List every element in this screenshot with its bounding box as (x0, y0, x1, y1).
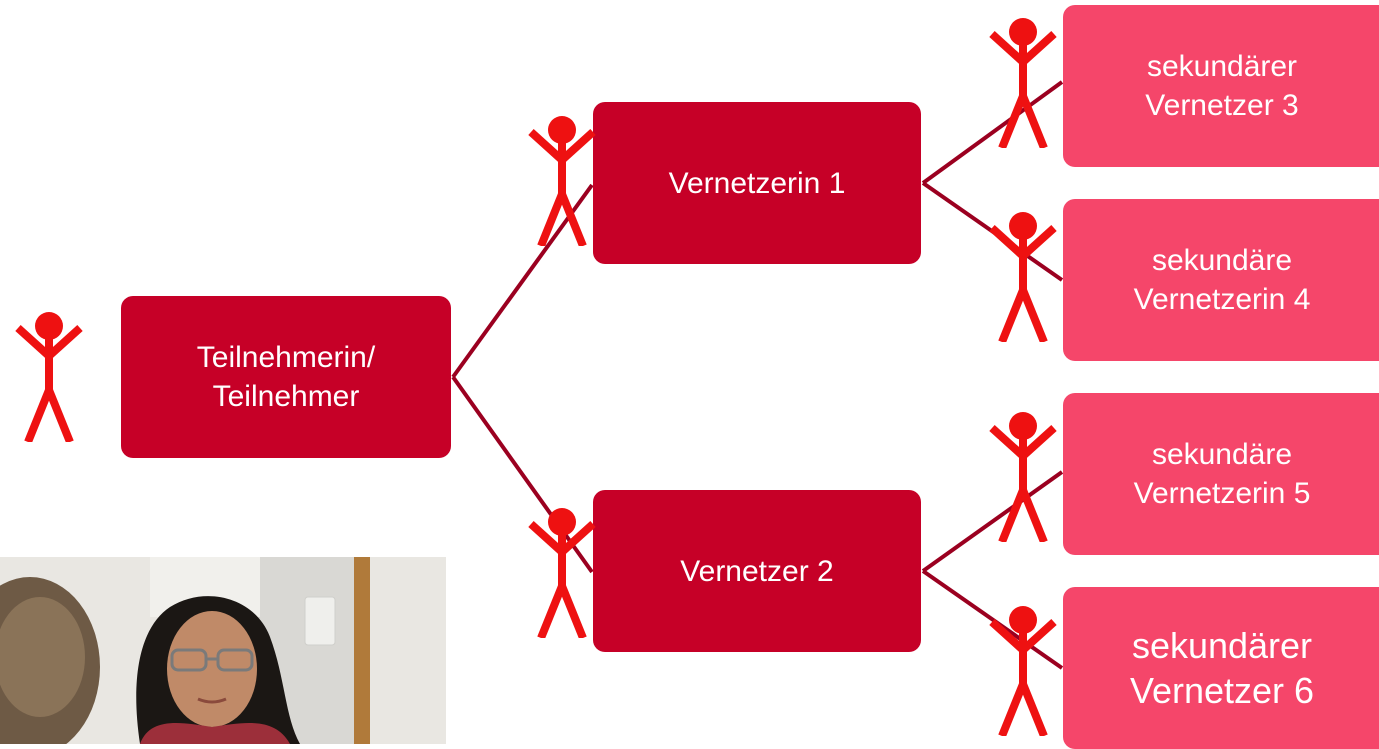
node-secondary-networker-6: sekundärer Vernetzer 6 (1063, 587, 1379, 749)
node-secondary-5-line1: sekundäre (1151, 438, 1293, 471)
person-secondary-6-icon (988, 606, 1058, 736)
node-participant: Teilnehmerin/ Teilnehmer (121, 296, 451, 458)
node-participant-line1: Teilnehmerin/ (196, 341, 376, 374)
node-secondary-4-line1: sekundäre (1151, 244, 1293, 277)
node-networker-1-label: Vernetzerin 1 (668, 166, 846, 200)
node-secondary-networker-4: sekundäre Vernetzerin 4 (1063, 199, 1379, 361)
node-secondary-3-line2: Vernetzer 3 (1145, 89, 1299, 122)
node-networker-2: Vernetzer 2 (593, 490, 921, 652)
person-participant-icon (14, 312, 84, 442)
node-secondary-networker-3: sekundärer Vernetzer 3 (1063, 5, 1379, 167)
node-secondary-6-line2: Vernetzer 6 (1129, 670, 1315, 711)
person-secondary-4-icon (988, 212, 1058, 342)
conversation-photo (0, 557, 446, 744)
node-secondary-networker-5: sekundäre Vernetzerin 5 (1063, 393, 1379, 555)
person-secondary-5-icon (988, 412, 1058, 542)
node-secondary-5-line2: Vernetzerin 5 (1133, 477, 1311, 510)
node-secondary-3-line1: sekundärer (1146, 50, 1298, 83)
node-secondary-4-line2: Vernetzerin 4 (1133, 283, 1311, 316)
person-networker-2-icon (527, 508, 597, 638)
person-secondary-3-icon (988, 18, 1058, 148)
node-secondary-6-line1: sekundärer (1131, 625, 1313, 666)
person-networker-1-icon (527, 116, 597, 246)
node-participant-line2: Teilnehmer (212, 380, 360, 413)
node-networker-2-label: Vernetzer 2 (680, 554, 834, 588)
node-networker-1: Vernetzerin 1 (593, 102, 921, 264)
